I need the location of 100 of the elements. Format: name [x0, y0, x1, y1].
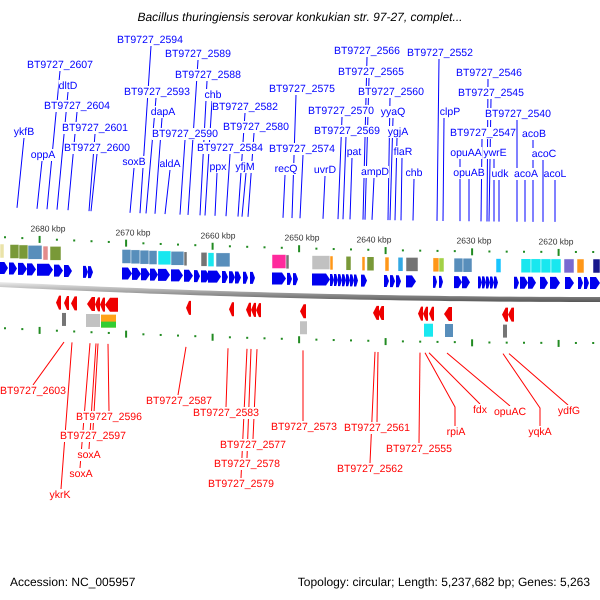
gene-label: BT9727_2545: [458, 87, 524, 99]
gene-label: udk: [492, 168, 508, 180]
gene-label: soxA: [77, 449, 101, 461]
gene-label: BT9727_2600: [64, 142, 130, 154]
leader-line: [252, 348, 258, 440]
gene-label: ppx: [210, 161, 226, 173]
gene-label: chb: [204, 89, 222, 101]
leader-line: [442, 118, 444, 222]
gene-label: ykfB: [14, 126, 34, 138]
gene-label: ywrE: [483, 147, 507, 159]
gene-label: BT9727_2574: [269, 143, 335, 155]
gene-label: BT9727_2540: [485, 108, 551, 120]
gene-label: BT9727_2575: [269, 83, 335, 95]
gene-label: BT9727_2603: [0, 385, 66, 397]
leader-line: [338, 116, 342, 220]
leader-line: [498, 180, 500, 222]
leader-line: [226, 348, 228, 408]
gene-label: dltD: [58, 80, 78, 92]
leader-line: [90, 154, 98, 212]
gene-label: BT9727_2569: [314, 125, 380, 137]
leader-line: [350, 158, 352, 220]
gene-label: acoA: [514, 168, 538, 180]
gene-label: BT9727_2579: [208, 478, 274, 490]
gene-label: acoB: [522, 128, 546, 140]
gene-label: pat: [346, 146, 362, 158]
leader-line: [370, 351, 376, 464]
leader-line: [36, 160, 42, 210]
gene-label: oppA: [30, 149, 56, 161]
leader-line: [60, 342, 72, 490]
scale-label: 2630 kbp: [456, 236, 492, 246]
gene-label: BT9727_2588: [175, 69, 241, 81]
leader-line: [342, 136, 346, 220]
gene-label: opuAA: [450, 147, 482, 159]
leader-line: [108, 343, 110, 412]
gene-label: yfjM: [235, 161, 255, 173]
leader-line: [130, 168, 134, 214]
leader-line: [394, 138, 398, 221]
accession-text: Accession: NC_005957: [10, 575, 136, 589]
leader-line: [542, 160, 544, 222]
leader-line: [164, 170, 170, 215]
gene-label: yyaQ: [380, 106, 406, 118]
leader-line: [400, 158, 402, 221]
gene-label: BT9727_2578: [214, 458, 280, 470]
leader-line: [32, 342, 64, 386]
map-title: Bacillus thuringiensis serovar konkukian str. 97-27, complet...: [137, 10, 463, 24]
gene-label: recQ: [274, 163, 298, 175]
gene-label: BT9727_2601: [62, 122, 128, 134]
leader-line: [390, 118, 394, 221]
leader-line: [516, 120, 518, 222]
leader-line: [242, 172, 246, 218]
gene-label: rpiA: [446, 426, 466, 438]
leader-line: [300, 154, 304, 219]
gene-label: BT9727_2577: [220, 439, 286, 451]
leader-line: [282, 174, 286, 218]
scale-label: 2660 kbp: [200, 231, 236, 240]
gene-label: BT9727_2594: [117, 34, 183, 46]
gene-label: BT9727_2590: [152, 128, 218, 140]
scale-label: 2650 kbp: [284, 234, 320, 243]
gene-label: BT9727_2547: [450, 127, 516, 139]
gene-label: BT9727_2596: [76, 411, 142, 423]
gene-label: ydfG: [558, 405, 580, 417]
gene-label: BT9727_2562: [337, 463, 403, 475]
leader-line: [424, 352, 456, 426]
gene-label: dapA: [150, 106, 176, 118]
gene-label: BT9727_2565: [338, 66, 404, 78]
gene-label: BT9727_2607: [27, 59, 93, 71]
gene-label: opuAB: [453, 167, 485, 179]
genome-summary-text: Topology: circular; Length: 5,237,682 bp; Genes: 5,263: [298, 575, 590, 589]
leader-line: [322, 176, 326, 220]
leader-line: [524, 180, 526, 222]
leader-line: [302, 350, 304, 422]
gene-label: BT9727_2587: [146, 395, 212, 407]
leader-line: [214, 172, 218, 216]
scale-label: 2680 kbp: [30, 224, 66, 234]
gene-label: BT9727_2583: [193, 407, 259, 419]
leader-line: [226, 154, 230, 217]
gene-label: aldA: [160, 158, 180, 170]
gene-label: soxA: [69, 468, 93, 480]
gene-label: BT9727_2584: [197, 142, 263, 154]
leader-line: [554, 180, 556, 222]
gene-label: BT9727_2552: [407, 47, 473, 59]
gene-label: BT9727_2589: [165, 48, 231, 60]
gene-label: opuAC: [494, 406, 526, 418]
gene-label: BT9727_2573: [271, 421, 337, 433]
gene-label: BT9727_2582: [212, 101, 278, 113]
gene-label: soxB: [122, 156, 146, 168]
gene-label: BT9727_2604: [44, 100, 110, 112]
leader-line: [16, 138, 24, 208]
leader-line: [178, 346, 186, 396]
leader-line: [436, 58, 440, 222]
gene-label: chb: [406, 167, 422, 179]
gene-label: clpP: [440, 106, 460, 118]
gene-label: flaR: [394, 146, 412, 158]
leader-line: [502, 353, 540, 426]
leader-line: [468, 178, 470, 222]
gene-label: BT9727_2566: [334, 45, 400, 57]
gene-label: BT9727_2546: [456, 67, 522, 79]
gene-label: yqkA: [528, 426, 552, 438]
scale-label: 2670 kbp: [116, 228, 150, 238]
leader-line: [428, 352, 480, 404]
